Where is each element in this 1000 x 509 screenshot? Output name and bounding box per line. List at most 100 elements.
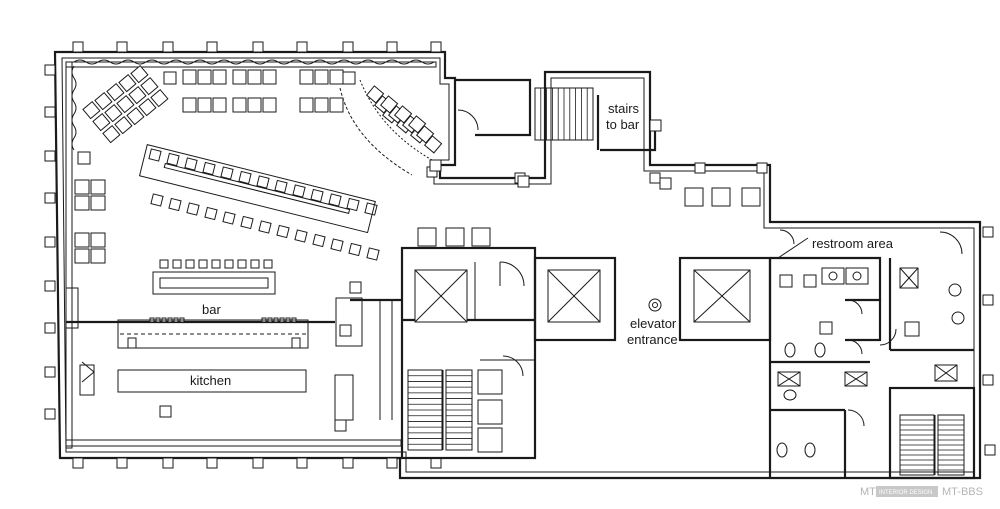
bar-label: bar bbox=[202, 302, 221, 317]
chair bbox=[274, 179, 288, 194]
chair bbox=[294, 229, 308, 243]
column bbox=[44, 106, 56, 118]
stairs-label-line2: to bar bbox=[606, 117, 640, 132]
column bbox=[44, 322, 56, 334]
column bbox=[44, 408, 56, 420]
chair bbox=[423, 135, 443, 154]
chair bbox=[211, 259, 221, 269]
chair bbox=[150, 193, 164, 207]
chair bbox=[94, 91, 113, 111]
communal-table bbox=[138, 144, 376, 234]
chair bbox=[104, 103, 123, 123]
chair bbox=[741, 187, 761, 207]
elevator-label-line2: entrance bbox=[627, 332, 678, 347]
chair bbox=[250, 259, 260, 269]
chair bbox=[310, 188, 324, 203]
column bbox=[694, 162, 706, 174]
chair bbox=[238, 170, 252, 185]
column bbox=[162, 41, 174, 53]
chair bbox=[262, 97, 277, 113]
chair bbox=[128, 85, 147, 105]
chair bbox=[74, 232, 90, 248]
door-swings bbox=[81, 109, 963, 427]
chair bbox=[74, 248, 90, 264]
chair bbox=[102, 124, 121, 144]
chair bbox=[247, 69, 262, 85]
chair bbox=[90, 248, 106, 264]
stair-treads bbox=[407, 87, 965, 476]
chair bbox=[204, 206, 218, 221]
chair bbox=[222, 211, 236, 225]
chair bbox=[92, 112, 111, 132]
chair bbox=[517, 175, 530, 188]
chair bbox=[314, 97, 329, 113]
restroom-area-label: restroom area bbox=[812, 236, 894, 251]
chair bbox=[314, 69, 329, 85]
chair bbox=[366, 247, 380, 261]
chair bbox=[258, 220, 272, 234]
chair bbox=[198, 259, 208, 269]
chair bbox=[116, 94, 135, 114]
chair bbox=[263, 259, 273, 269]
column bbox=[163, 71, 177, 85]
chair bbox=[299, 97, 314, 113]
chair bbox=[348, 242, 362, 257]
column bbox=[72, 457, 84, 469]
chair bbox=[407, 115, 427, 134]
chair bbox=[262, 69, 277, 85]
column bbox=[206, 457, 218, 469]
watermark-left: MT bbox=[860, 486, 876, 498]
chair bbox=[711, 187, 731, 207]
chair bbox=[90, 232, 106, 248]
chair bbox=[140, 76, 159, 96]
column bbox=[342, 71, 356, 85]
column bbox=[982, 294, 994, 306]
chair bbox=[247, 97, 262, 113]
structural-columns bbox=[44, 41, 996, 469]
column bbox=[430, 457, 442, 469]
chair bbox=[445, 227, 465, 247]
chair bbox=[90, 195, 106, 211]
chair bbox=[328, 193, 342, 207]
column bbox=[77, 151, 91, 165]
column bbox=[252, 41, 264, 53]
chair bbox=[148, 148, 162, 162]
column bbox=[162, 457, 174, 469]
chair bbox=[339, 324, 352, 337]
column bbox=[342, 457, 354, 469]
column bbox=[386, 457, 398, 469]
curtain-line bbox=[73, 59, 435, 65]
service-box bbox=[477, 399, 503, 425]
chair bbox=[182, 97, 197, 113]
chair bbox=[220, 166, 234, 180]
chair bbox=[224, 259, 234, 269]
column bbox=[386, 41, 398, 53]
column bbox=[72, 41, 84, 53]
chair bbox=[299, 69, 314, 85]
chair bbox=[364, 202, 378, 216]
chair bbox=[349, 281, 362, 294]
chair bbox=[202, 161, 216, 176]
watermark: MT INTERIOR DESIGN MT-BBS bbox=[860, 486, 983, 498]
chair bbox=[186, 202, 200, 216]
chair bbox=[90, 179, 106, 195]
chair bbox=[138, 97, 157, 117]
furniture bbox=[74, 64, 761, 432]
chair bbox=[114, 115, 133, 135]
restroom-leader-line bbox=[777, 237, 809, 259]
chair bbox=[212, 69, 227, 85]
stairs-label-line1: stairs bbox=[608, 101, 640, 116]
chair bbox=[74, 179, 90, 195]
chair bbox=[82, 100, 101, 120]
chair bbox=[159, 405, 172, 418]
interior-walls bbox=[66, 78, 976, 480]
chair bbox=[684, 187, 704, 207]
chair bbox=[292, 184, 306, 198]
chair bbox=[118, 73, 137, 93]
chair bbox=[429, 159, 442, 172]
chair bbox=[150, 88, 169, 108]
column bbox=[649, 172, 661, 184]
chair bbox=[74, 195, 90, 211]
chair bbox=[415, 125, 435, 144]
chair bbox=[197, 69, 212, 85]
